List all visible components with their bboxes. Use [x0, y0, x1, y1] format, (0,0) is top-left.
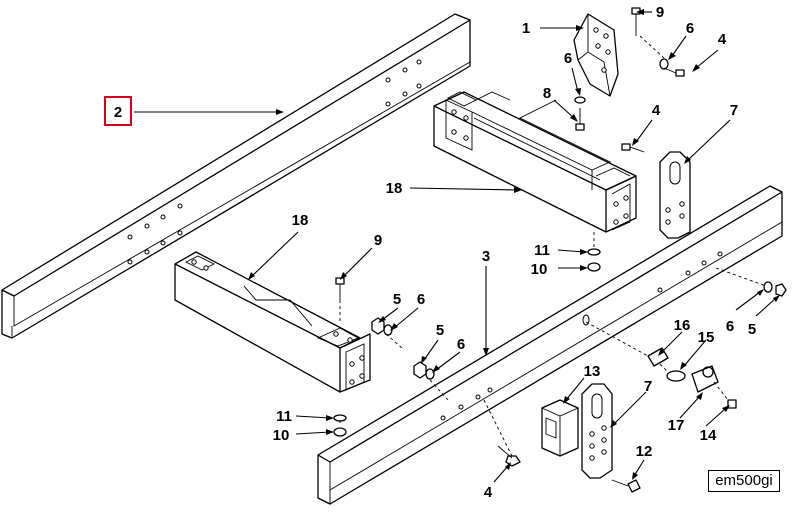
- nut-10-lower[interactable]: [333, 427, 347, 437]
- fitting-14[interactable]: [727, 399, 737, 409]
- callout-6-upper-right[interactable]: 6: [686, 20, 694, 37]
- nut-5-right[interactable]: [775, 283, 787, 297]
- callout-18-lower[interactable]: 18: [292, 212, 309, 229]
- frame-rail-right-holes: [440, 251, 723, 421]
- valve-17[interactable]: [691, 365, 719, 393]
- bolt-4-lower[interactable]: [497, 445, 521, 467]
- callout-18-upper[interactable]: 18: [386, 180, 403, 197]
- callout-1[interactable]: 1: [522, 20, 530, 37]
- nut-5-lower-b[interactable]: [413, 361, 427, 379]
- callout-12[interactable]: 12: [636, 443, 653, 460]
- callout-6-right[interactable]: 6: [726, 318, 734, 335]
- nut-5-lower-a[interactable]: [371, 317, 385, 335]
- callout-2[interactable]: 2: [114, 104, 122, 121]
- washer-6-upper-b[interactable]: [659, 58, 669, 70]
- bolt-8[interactable]: [575, 108, 585, 131]
- selected-callout-highlight: [104, 96, 132, 126]
- callout-6-lower-b[interactable]: 6: [457, 336, 465, 353]
- callout-7-lower[interactable]: 7: [644, 378, 652, 395]
- cross-member-lower[interactable]: [174, 251, 371, 393]
- callout-15[interactable]: 15: [698, 329, 715, 346]
- callout-5-right[interactable]: 5: [748, 321, 756, 338]
- bolt-12[interactable]: [611, 479, 641, 493]
- fitting-15[interactable]: [666, 370, 686, 382]
- callout-10-upper[interactable]: 10: [531, 261, 548, 278]
- bolt-4-upper-left[interactable]: [621, 143, 645, 153]
- frame-rail-left[interactable]: [1, 13, 471, 339]
- frame-rail-left-holes: [127, 59, 422, 265]
- washer-6-right[interactable]: [763, 281, 773, 293]
- callout-9-upper[interactable]: 9: [656, 4, 664, 21]
- mounting-bracket[interactable]: [573, 13, 619, 97]
- washer-6-lower-b[interactable]: [425, 368, 435, 380]
- callout-7-upper[interactable]: 7: [730, 102, 738, 119]
- cross-member-upper[interactable]: [433, 91, 637, 233]
- bolt-9-upper[interactable]: [631, 7, 641, 36]
- hanger-plate-upper[interactable]: [659, 151, 691, 239]
- fitting-16[interactable]: [647, 347, 669, 367]
- callout-11-upper[interactable]: 11: [534, 242, 550, 259]
- callout-14[interactable]: 14: [700, 427, 717, 444]
- callout-5-lower-b[interactable]: 5: [436, 322, 444, 339]
- callout-17[interactable]: 17: [668, 417, 685, 434]
- callout-6-lower-a[interactable]: 6: [417, 291, 425, 308]
- callout-10-lower[interactable]: 10: [273, 427, 290, 444]
- callout-6-upper-left[interactable]: 6: [564, 50, 572, 67]
- callout-16[interactable]: 16: [674, 317, 691, 334]
- callout-5-lower-a[interactable]: 5: [393, 291, 401, 308]
- hanger-plate-lower[interactable]: [581, 383, 613, 479]
- frame-rail-right[interactable]: [317, 185, 783, 505]
- washer-6-upper-a[interactable]: [574, 96, 586, 104]
- callout-4-lower[interactable]: 4: [484, 484, 493, 501]
- spring-clip[interactable]: [541, 399, 579, 457]
- nut-10-upper[interactable]: [587, 262, 601, 272]
- alignment-lines: [339, 35, 767, 457]
- callout-4-upper-left[interactable]: 4: [652, 102, 661, 119]
- callout-13[interactable]: 13: [584, 363, 601, 380]
- callout-11-lower[interactable]: 11: [276, 408, 292, 425]
- drawing-code-label: em500gi: [708, 470, 780, 492]
- callout-labels: 2 1 9 6 4 6 8 4 7 18 11 10 18 9 3 5 6 5 …: [114, 4, 756, 501]
- bolt-4-upper-right[interactable]: [663, 67, 685, 77]
- leader-lines: [134, 9, 780, 483]
- washer-11-upper[interactable]: [587, 248, 601, 256]
- callout-8[interactable]: 8: [543, 85, 551, 102]
- callout-4-upper-right[interactable]: 4: [718, 31, 727, 48]
- bolt-9-lower[interactable]: [335, 277, 345, 300]
- callout-9-lower[interactable]: 9: [374, 232, 382, 249]
- callout-3[interactable]: 3: [482, 248, 490, 265]
